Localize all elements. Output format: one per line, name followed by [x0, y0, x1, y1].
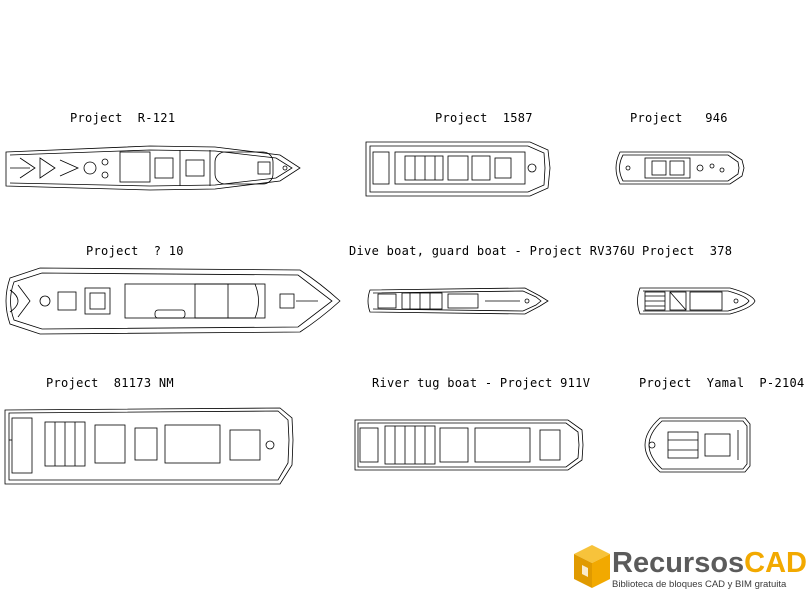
label-project-yamal: Project Yamal P-2104	[639, 376, 805, 390]
label-project-1587: Project 1587	[435, 111, 533, 125]
ship-378-plan	[637, 287, 756, 315]
brand-name: RecursosCAD	[612, 548, 807, 578]
ship-r121-plan	[5, 145, 301, 191]
ship-10-plan	[5, 267, 341, 335]
label-project-911v: River tug boat - Project 911V	[372, 376, 591, 390]
brand-tagline: Biblioteca de bloques CAD y BIM gratuita	[612, 579, 787, 590]
label-project-r121: Project R-121	[70, 111, 176, 125]
cube-logo-icon	[574, 545, 610, 588]
ship-rv376u-plan	[367, 287, 549, 315]
brand-part-2: CAD	[744, 547, 807, 579]
label-project-946: Project 946	[630, 111, 728, 125]
ship-946-plan	[615, 151, 745, 185]
ship-81173-plan	[4, 407, 294, 485]
label-project-10: Project ? 10	[86, 244, 184, 258]
ship-yamal-plan	[644, 417, 751, 473]
ship-911v-plan	[354, 419, 584, 471]
label-project-rv376u: Dive boat, guard boat - Project RV376U	[349, 244, 635, 258]
ship-1587-plan	[365, 141, 551, 197]
label-project-378: Project 378	[642, 244, 733, 258]
label-project-81173: Project 81173 NM	[46, 376, 174, 390]
brand-part-1: Recursos	[612, 547, 745, 579]
recursoscad-watermark: RecursosCAD Biblioteca de bloques CAD y …	[572, 541, 807, 600]
